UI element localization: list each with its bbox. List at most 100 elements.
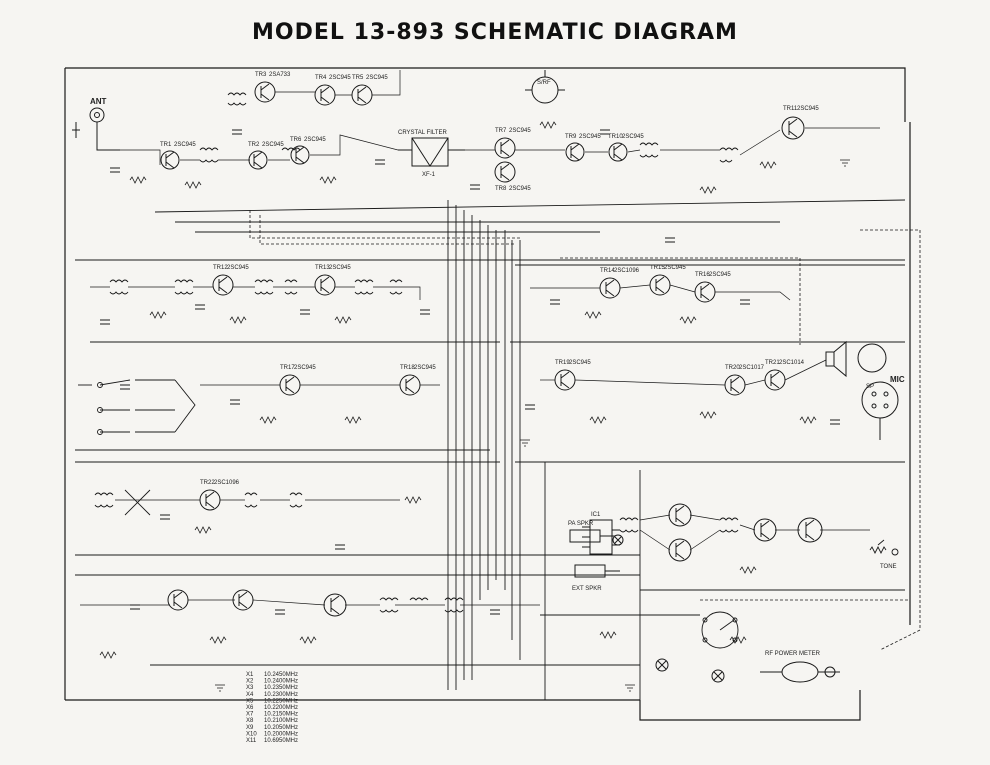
transistor-type: 2SC945 xyxy=(262,142,284,148)
crystal-id: X8 xyxy=(246,718,254,724)
ext-speaker-label: EXT SPKR xyxy=(572,586,602,592)
transistor-type: 2SC945 xyxy=(569,360,591,366)
transistor-type: 2SC1017 xyxy=(739,365,765,371)
vertical-bus-bundle xyxy=(447,200,641,700)
transistor-tr6 xyxy=(290,145,310,165)
transistor-tr8 xyxy=(494,161,516,183)
transistor-id: TR14 xyxy=(600,268,615,274)
transistor-tr27 xyxy=(167,589,189,611)
transistor-tr21 xyxy=(764,369,786,391)
transistor-type: 2SC1014 xyxy=(779,360,805,366)
transistor-tr3 xyxy=(254,81,276,103)
transistor-type: 2SC945 xyxy=(227,265,249,271)
transformer-coils xyxy=(94,92,739,613)
transistor-type: 2SC945 xyxy=(329,75,351,81)
transistor-tr10 xyxy=(608,142,628,162)
meter-label: S/RF xyxy=(537,80,551,86)
main-border xyxy=(64,67,911,721)
transistor-tr28 xyxy=(232,589,254,611)
transistor-type: 2SC945 xyxy=(509,186,531,192)
page-title: MODEL 13-893 SCHEMATIC DIAGRAM xyxy=(252,20,738,45)
transistor-tr25 xyxy=(753,518,777,542)
transistor-tr23 xyxy=(668,503,692,527)
transistor-tr20 xyxy=(724,374,746,396)
crystal-id: X7 xyxy=(246,712,254,718)
pilot-lamps xyxy=(612,534,725,683)
transistor-tr15 xyxy=(649,274,671,296)
transistor-tr29 xyxy=(323,593,347,617)
transistor-type: 2SC945 xyxy=(509,128,531,134)
ic-label: IC1 xyxy=(591,512,601,518)
transistor-id: TR10 xyxy=(608,134,623,140)
transistor-tr26 xyxy=(797,517,823,543)
dashed-routing xyxy=(249,210,921,651)
transistor-tr24 xyxy=(668,538,692,562)
crystal-frequency: 10.2250MHz xyxy=(264,698,298,704)
transistor-tr19 xyxy=(554,369,576,391)
transistor-type: 2SC945 xyxy=(304,137,326,143)
transistor-id: TR22 xyxy=(200,480,215,486)
transistor-type: 2SC945 xyxy=(174,142,196,148)
speaker-jacks xyxy=(569,529,620,578)
transistor-type: 2SC945 xyxy=(622,134,644,140)
crystal-frequency: 10.2050MHz xyxy=(264,725,298,731)
rotary-switch xyxy=(701,611,739,649)
transistor-id: TR15 xyxy=(650,265,665,271)
transistor-id: TR17 xyxy=(280,365,295,371)
resistor-network xyxy=(99,121,817,659)
transistor-tr16 xyxy=(694,281,716,303)
transistor-id: TR5 xyxy=(352,75,364,81)
transistor-tr17 xyxy=(279,374,301,396)
transistor-id: TR16 xyxy=(695,272,710,278)
transistor-tr2 xyxy=(248,150,268,170)
transistor-id: TR11 xyxy=(783,106,798,112)
transistor-type: 2SC945 xyxy=(294,365,316,371)
crystal-filter-id: XF-1 xyxy=(422,172,436,178)
tone-label: TONE xyxy=(880,564,897,570)
transistor-type: 2SC945 xyxy=(414,365,436,371)
transistor-tr5 xyxy=(351,84,373,106)
transistor-tr18 xyxy=(399,374,421,396)
crystal-frequency: 10.2300MHz xyxy=(264,692,298,698)
speaker-label: SP xyxy=(866,384,874,390)
transistor-type: 2SA733 xyxy=(269,72,291,78)
transistor-id: TR6 xyxy=(290,137,302,143)
crystal-id: X11 xyxy=(246,738,257,744)
antenna-label: ANT xyxy=(90,97,107,106)
mic-label: MIC xyxy=(890,375,905,384)
crystal-frequency: 10.2150MHz xyxy=(264,712,298,718)
transistor-type: 2SC945 xyxy=(366,75,388,81)
transistor-tr1 xyxy=(160,150,180,170)
transistor-id: TR13 xyxy=(315,265,330,271)
crystal-id: X6 xyxy=(246,705,254,711)
transistor-id: TR20 xyxy=(725,365,740,371)
crystal-id: X1 xyxy=(246,672,254,678)
transistor-type: 2SC1096 xyxy=(614,268,640,274)
transistor-type: 2SC945 xyxy=(579,134,601,140)
capacitor-symbols xyxy=(100,129,840,615)
transistor-type: 2SC945 xyxy=(329,265,351,271)
transistor-id: TR1 xyxy=(160,142,172,148)
transistor-type: 2SC945 xyxy=(709,272,731,278)
transistor-tr7 xyxy=(494,137,516,159)
pa-speaker-label: PA SPKR xyxy=(568,521,594,527)
power-bus-lines xyxy=(75,199,906,666)
crystal-frequency: 10.2100MHz xyxy=(264,718,298,724)
